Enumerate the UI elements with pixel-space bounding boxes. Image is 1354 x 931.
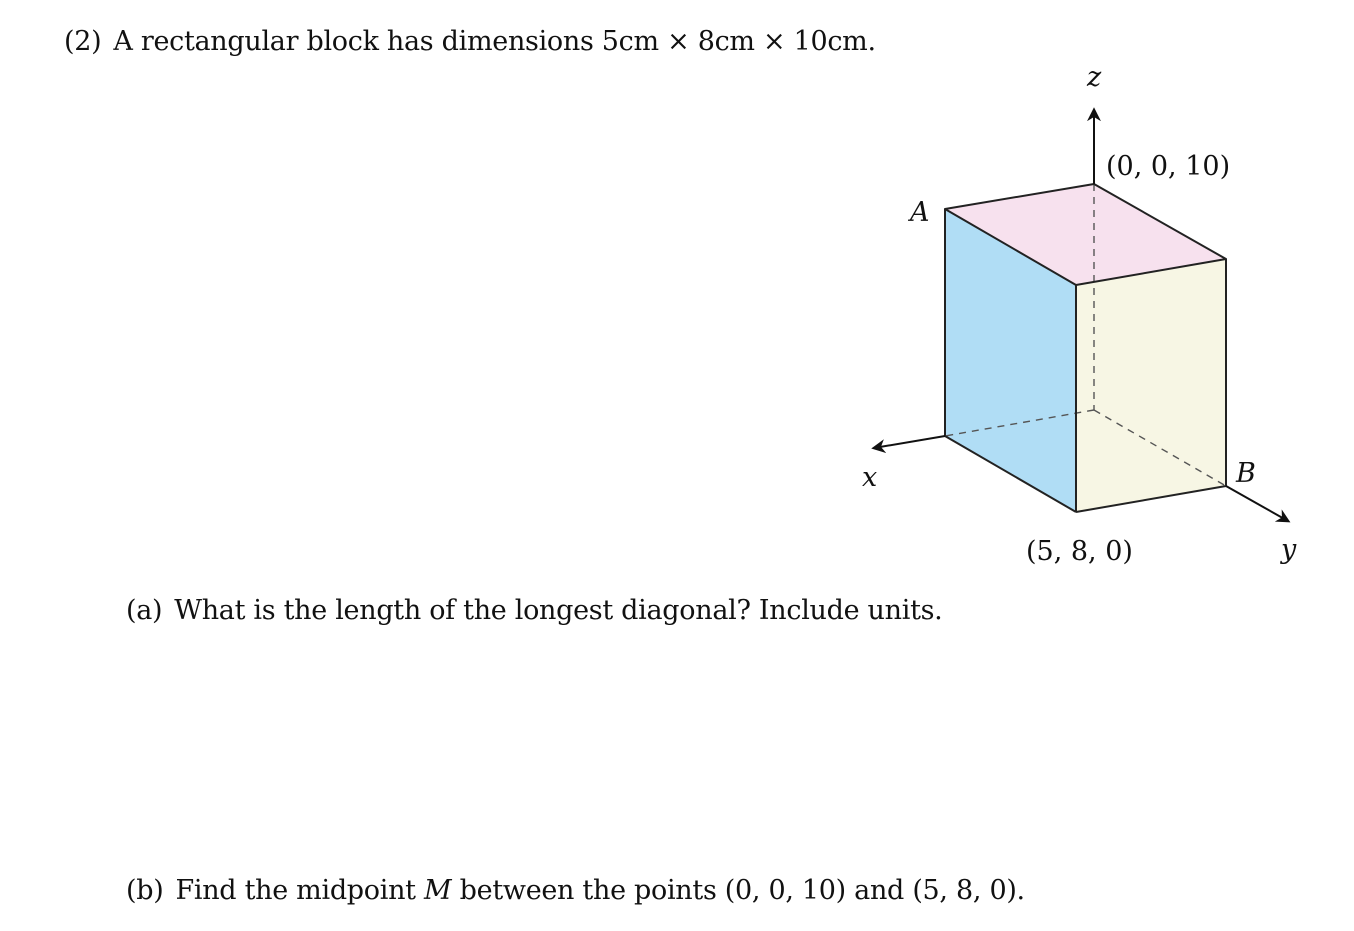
problem-text: A rectangular block has dimensions 5cm ×… (113, 26, 876, 57)
top-face (945, 184, 1226, 285)
y-axis (1225, 485, 1291, 523)
visible-edges (944, 183, 1227, 513)
right-face (1076, 259, 1226, 512)
question-a: (a) What is the length of the longest dia… (126, 595, 943, 626)
question-b-label: (b) (126, 875, 164, 906)
question-a-label: (a) (126, 595, 163, 626)
left-face (945, 209, 1076, 512)
question-b-text-after: between the points (0, 0, 10) and (5, 8,… (459, 875, 1025, 906)
point-a-label: A (907, 197, 930, 228)
x-axis-label: x (862, 462, 877, 493)
question-a-text: What is the length of the longest diagon… (174, 595, 943, 626)
top-vertex-coordinate-label: (0, 0, 10) (1106, 151, 1230, 182)
question-b-text-before: Find the midpoint (175, 875, 416, 906)
point-b-label: B (1235, 458, 1256, 489)
midpoint-variable: M (424, 875, 452, 906)
y-axis-label: y (1280, 534, 1297, 565)
z-axis-label: z (1086, 62, 1102, 93)
hidden-edges (944, 184, 1227, 487)
bottom-vertex-coordinate-label: (5, 8, 0) (1026, 536, 1133, 567)
problem-number: (2) (64, 26, 102, 57)
x-axis (871, 435, 946, 454)
question-b: (b) Find the midpoint M between the point… (126, 877, 1025, 904)
problem-statement: (2) A rectangular block has dimensions 5c… (64, 28, 876, 55)
